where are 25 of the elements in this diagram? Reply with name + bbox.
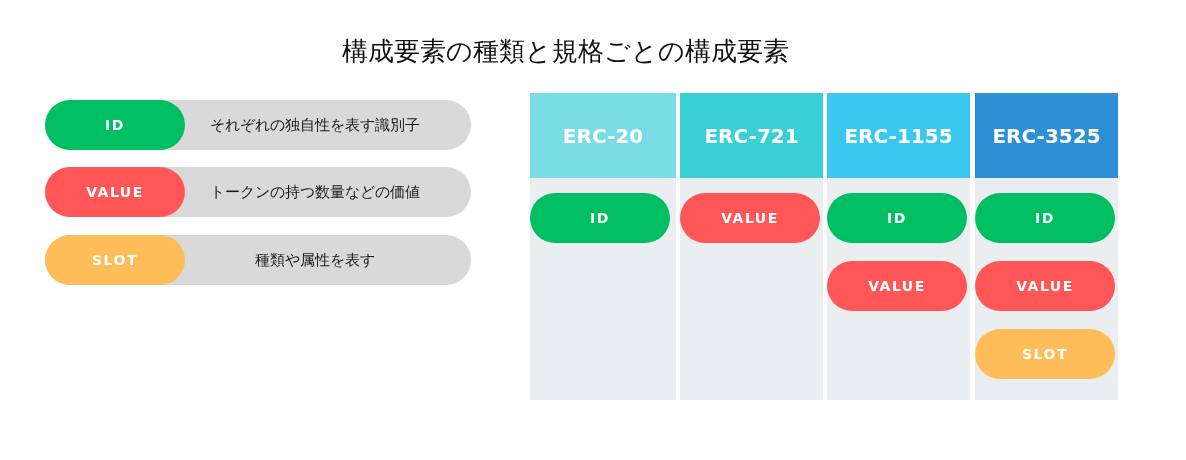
component-pill: SLOT [45, 235, 185, 285]
component-pill: VALUE [827, 261, 967, 311]
column-header: ERC-20 [530, 93, 676, 178]
description-text: 種類や属性を表す [254, 251, 376, 270]
description-text: それぞれの独自性を表す識別子 [209, 116, 421, 135]
column-header: ERC-1155 [827, 93, 970, 178]
legend-row [45, 235, 471, 285]
table-column [975, 93, 1118, 400]
title: 構成要素の種類と規格ごとの構成要素 [341, 35, 789, 68]
component-pill: VALUE [45, 167, 185, 217]
table-column [680, 93, 823, 400]
description-text: トークンの持つ数量などの価値 [209, 183, 421, 202]
component-pill: ID [975, 193, 1115, 243]
component-pill: VALUE [680, 193, 820, 243]
component-pill: SLOT [975, 329, 1115, 379]
component-pill: ID [530, 193, 670, 243]
component-pill: ID [45, 100, 185, 150]
table-column [530, 93, 676, 400]
legend-row [45, 167, 471, 217]
legend-row [45, 100, 471, 150]
component-pill: ID [827, 193, 967, 243]
column-header: ERC-721 [680, 93, 823, 178]
column-header: ERC-3525 [975, 93, 1118, 178]
component-pill: VALUE [975, 261, 1115, 311]
table-column [827, 93, 970, 400]
